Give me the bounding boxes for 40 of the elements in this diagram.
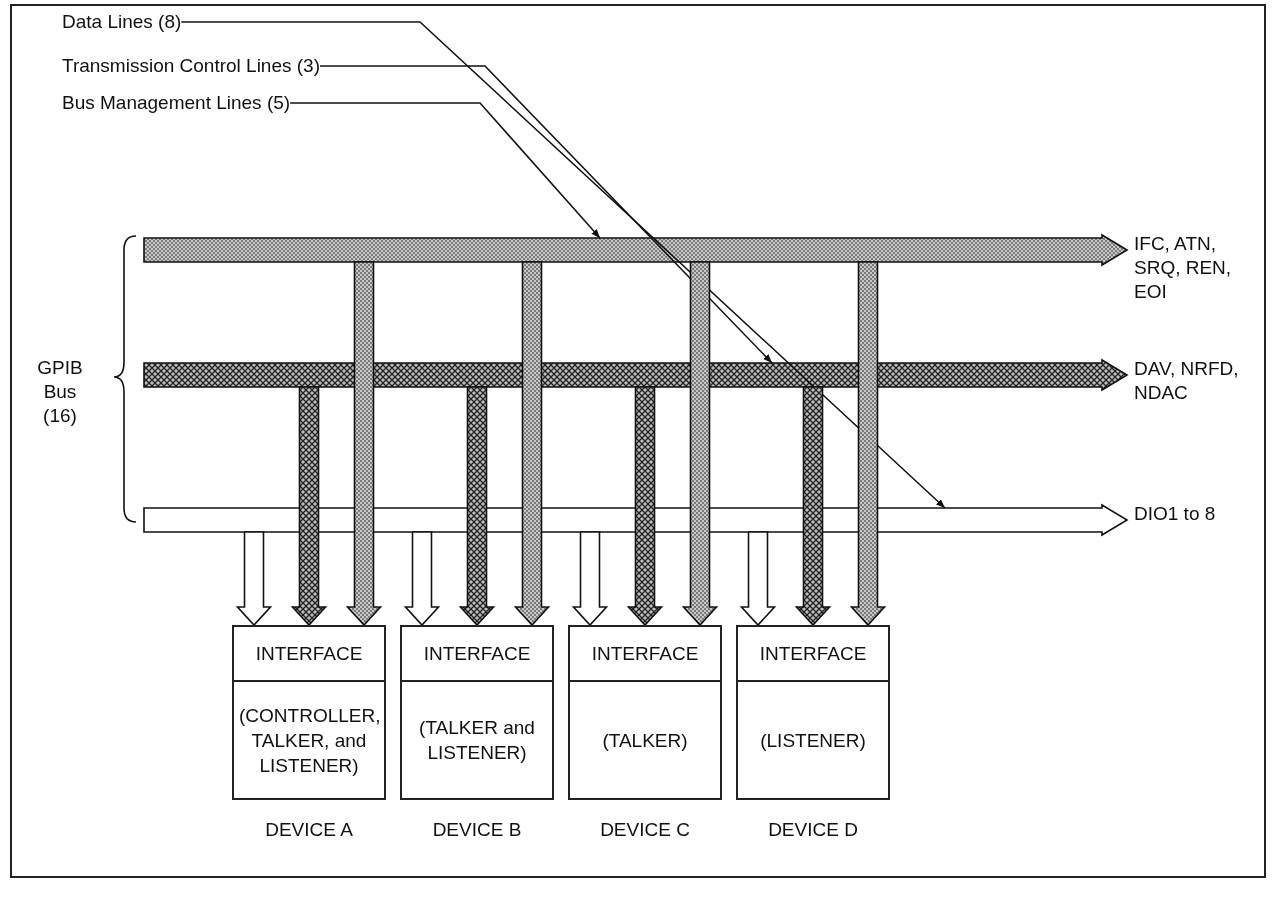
device-name-label: DEVICE B (431, 818, 523, 842)
leader-line (319, 65, 773, 364)
bus-signal-label: DAV, NRFD, NDAC (1134, 357, 1240, 405)
leader-line (180, 21, 946, 509)
leader-label: Transmission Control Lines (3) (62, 54, 320, 78)
bus-arrow (143, 359, 1128, 391)
device-name-label: DEVICE A (264, 818, 354, 842)
device-role-label: (CONTROLLER, TALKER, and LISTENER) (239, 703, 379, 778)
leader-line (289, 102, 601, 239)
bus-branch-arrow (849, 261, 887, 627)
interface-label: INTERFACE (759, 642, 867, 666)
device-box (736, 625, 890, 800)
device-name-label: DEVICE D (767, 818, 859, 842)
bus-branch-arrow (290, 386, 328, 627)
bus-branch-arrow (458, 386, 496, 627)
bus-branch-arrow (513, 261, 551, 627)
bus-signal-label: DIO1 to 8 (1134, 502, 1217, 526)
interface-label: INTERFACE (423, 642, 531, 666)
bus-branch-arrow (626, 386, 664, 627)
device-role-label: (LISTENER) (760, 728, 866, 753)
bus-signal-label: IFC, ATN, SRQ, REN, EOI (1134, 232, 1233, 304)
leader-label: Data Lines (8) (62, 10, 182, 34)
bus-branch-arrow (403, 531, 441, 627)
device-role-label: (TALKER and LISTENER) (418, 716, 536, 765)
device-box (232, 625, 386, 800)
interface-label: INTERFACE (255, 642, 363, 666)
interface-label: INTERFACE (591, 642, 699, 666)
bus-branch-arrow (345, 261, 383, 627)
bus-branch-arrow (571, 531, 609, 627)
bus-branch-arrow (794, 386, 832, 627)
device-box (400, 625, 554, 800)
bus-branch-arrow (739, 531, 777, 627)
device-name-label: DEVICE C (599, 818, 691, 842)
device-box (568, 625, 722, 800)
bus-branch-arrow (235, 531, 273, 627)
device-role-label: (TALKER) (602, 728, 688, 753)
bus-arrow (143, 234, 1128, 266)
leader-label: Bus Management Lines (5) (62, 91, 291, 115)
bus-branch-arrow (681, 261, 719, 627)
bus-group-label: GPIB Bus (16) (36, 356, 84, 428)
